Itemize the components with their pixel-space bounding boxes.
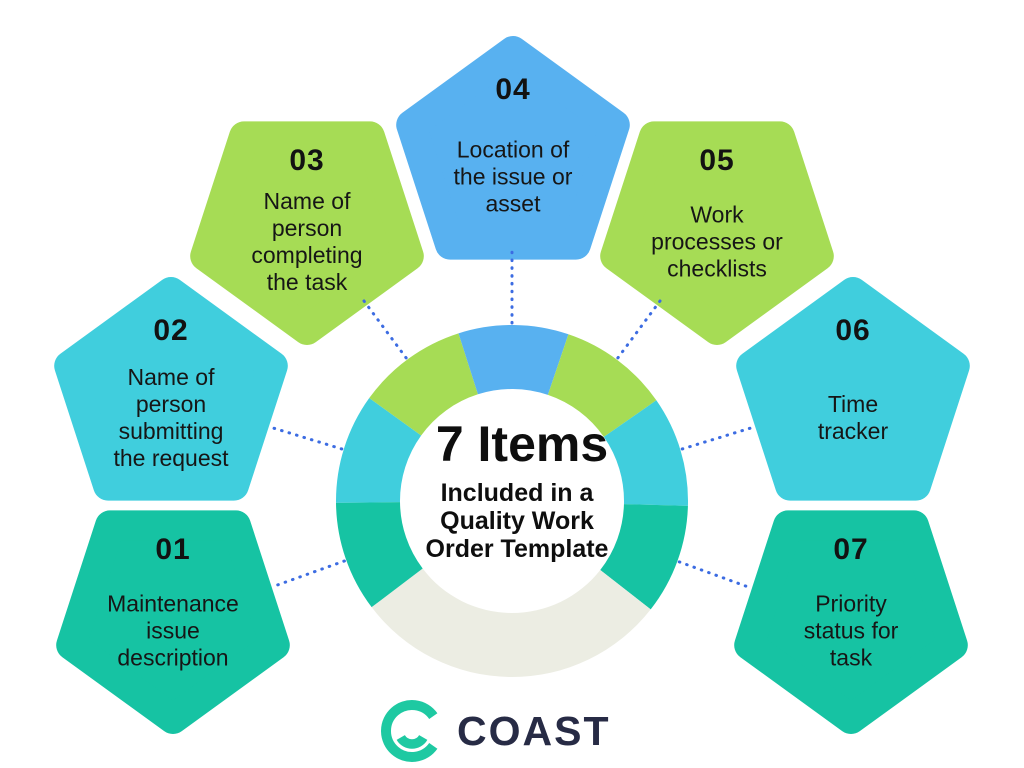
item-05-label-line: processes or (651, 228, 783, 255)
coast-logo: COAST (380, 699, 611, 763)
ring-segment-green-3 (547, 334, 657, 437)
item-05-label-line: Work (690, 201, 744, 228)
item-07-label-line: Priority (815, 590, 887, 617)
ring-segment-gray-6 (371, 568, 651, 677)
item-06-number: 06 (835, 314, 871, 347)
item-07-label-line: task (829, 644, 873, 671)
brand-wordmark: COAST (457, 707, 611, 754)
item-01-number: 01 (155, 533, 191, 566)
ring-segment-teal-7 (336, 502, 423, 608)
item-04-number: 04 (495, 73, 531, 106)
item-04-label-line: the issue or (453, 163, 573, 190)
connector-06 (680, 426, 752, 451)
connector-02 (272, 426, 344, 451)
item-01-label-line: Maintenance (107, 590, 239, 617)
item-03-label-line: completing (251, 242, 363, 268)
ring-segment-teal-5 (600, 504, 688, 610)
item-04-label-line: Location of (456, 136, 570, 163)
item-05-label-line: checklists (667, 255, 767, 282)
connector-07 (677, 560, 748, 588)
item-07-label-line: status for (803, 617, 899, 644)
item-06-label-line: tracker (817, 418, 889, 444)
item-01-label-line: description (117, 644, 229, 671)
pentagon-04-shape (396, 36, 630, 260)
item-06-label-line: Time (827, 391, 879, 417)
logo-smile-icon (396, 734, 428, 749)
item-03-label-line: person (271, 215, 343, 241)
item-02-label-line: Name of (127, 364, 215, 390)
center-subtitle-line: Included in a (440, 479, 594, 507)
center-title: 7 Items (435, 416, 609, 472)
item-02-number: 02 (153, 314, 189, 347)
item-03-label-line: the task (266, 269, 348, 295)
item-02-label-line: the request (113, 445, 229, 471)
item-02-label-line: submitting (118, 418, 224, 444)
logo-ring-arc (381, 700, 438, 762)
pentagon-05-shape (600, 121, 834, 345)
item-01-label-line: issue (146, 617, 200, 644)
connector-03 (362, 299, 408, 360)
item-05-number: 05 (699, 144, 735, 177)
pentagon-01-shape (56, 510, 290, 734)
center-subtitle-line: Quality Work (440, 507, 594, 535)
ring-segment-green-1 (369, 333, 478, 436)
connector-01 (276, 559, 346, 587)
pentagon-07-shape (734, 510, 968, 734)
ring-segment-cyan-4 (603, 400, 688, 506)
pentagon-03-shape (190, 121, 424, 345)
item-02-label-line: person (135, 391, 207, 417)
ring-segment-blue-2 (458, 325, 569, 395)
pentagon-06-shape (736, 277, 970, 501)
item-07-number: 07 (833, 533, 869, 566)
ring-segment-cyan-0 (336, 398, 422, 503)
item-03-number: 03 (289, 144, 325, 177)
center-subtitle-line: Order Template (425, 535, 609, 563)
pentagon-02-shape (54, 277, 288, 501)
connector-05 (616, 299, 662, 360)
coast-logo-icon (381, 700, 438, 762)
item-04-label-line: asset (485, 190, 541, 217)
item-03-label-line: Name of (263, 188, 351, 214)
